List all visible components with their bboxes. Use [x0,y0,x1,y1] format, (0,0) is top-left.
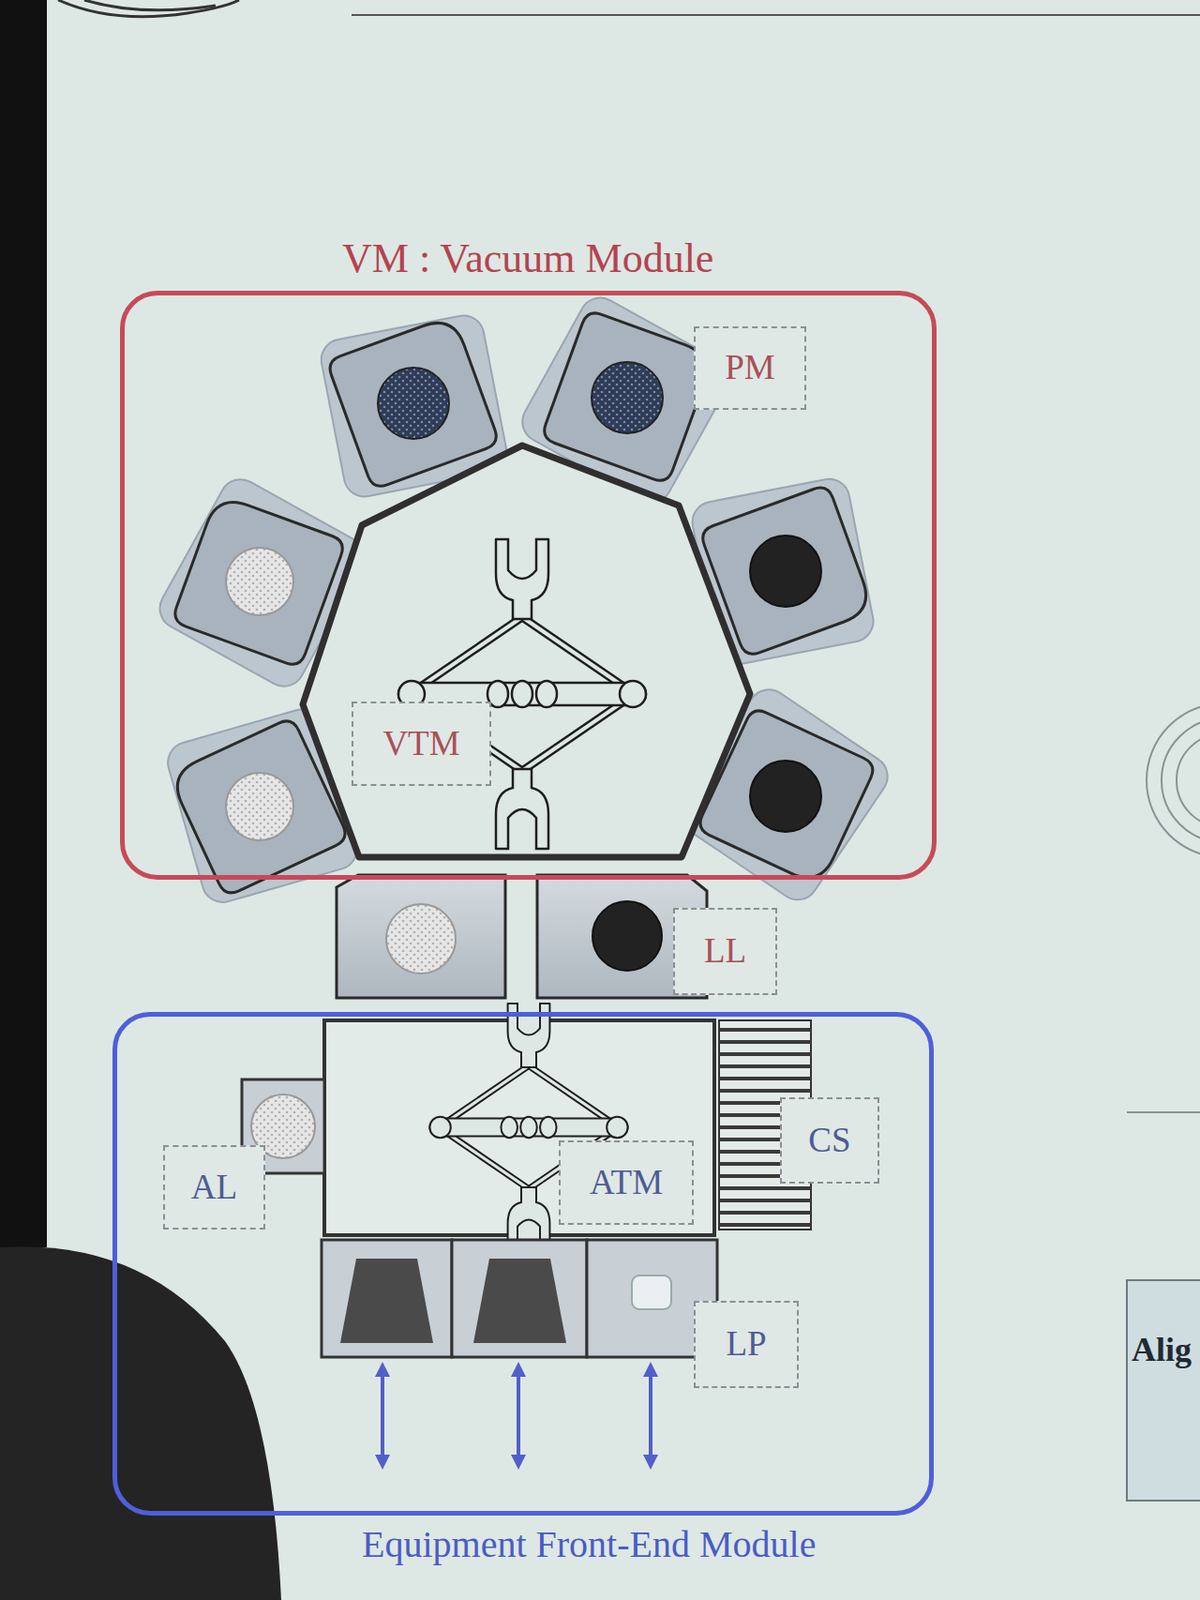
load-port-tag: LP [693,1300,799,1388]
region-heading: VM : Vacuum Module [342,235,714,284]
module-label: PM [724,348,775,388]
module-label: AL [191,1168,238,1207]
vacuum-module-region: VM : Vacuum ModulePMVTM [120,290,937,880]
module-label: CS [808,1121,851,1160]
module-label: LL [704,931,747,971]
atm-robot-tag: ATM [558,1140,694,1225]
module-label: LP [725,1324,766,1364]
region-heading: Equipment Front-End Module [361,1522,816,1566]
module-label: VTM [382,724,460,764]
efem-region: Equipment Front-End ModuleALATMCSLP [112,1011,934,1515]
load-lock-tag: LL [673,907,778,995]
process-module-tag: PM [693,326,807,410]
vacuum-robot-tag: VTM [351,701,492,786]
cassette-stage-tag: CS [780,1096,880,1184]
module-label: ATM [589,1163,663,1202]
partial-panel-label: Alig [1131,1329,1192,1369]
aligner-tag: AL [163,1144,266,1230]
